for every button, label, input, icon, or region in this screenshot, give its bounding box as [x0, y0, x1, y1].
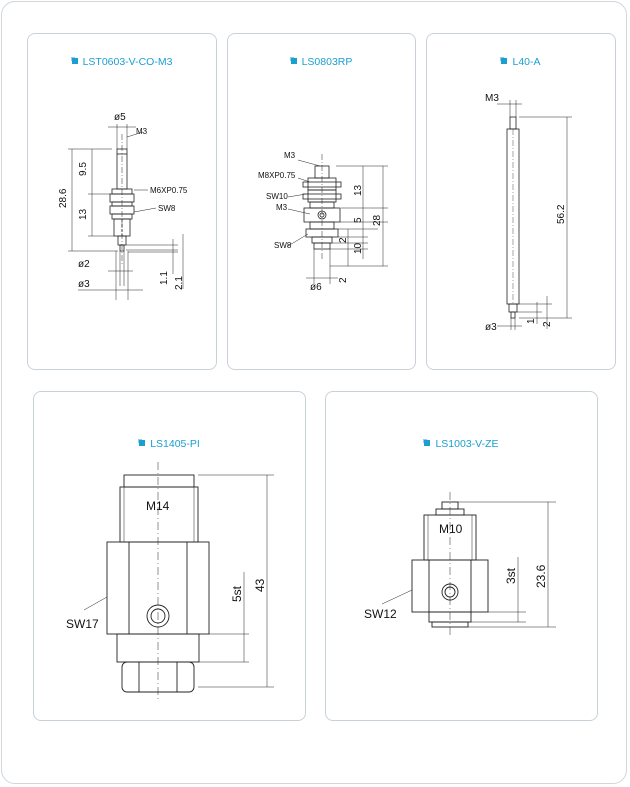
- dim-label: M3: [276, 203, 288, 212]
- dim-label: M3: [136, 127, 148, 136]
- dim-label: ø2: [78, 259, 90, 270]
- product-title-text: LS0803RP: [301, 56, 353, 68]
- product-card-l40a[interactable]: L40-A M3 56.2 ø3 1 2: [426, 33, 616, 370]
- dim-label: 2: [338, 237, 349, 243]
- technical-drawing: M10 SW12 3st 23.6: [364, 492, 556, 637]
- dim-label: ø6: [310, 282, 322, 293]
- dim-label: SW8: [158, 204, 176, 213]
- dim-label: SW10: [266, 192, 288, 201]
- dim-label: M10: [439, 522, 463, 536]
- product-title: LST0603-V-CO-M3: [28, 56, 216, 68]
- dim-label: SW17: [66, 617, 99, 631]
- technical-drawing: M3 56.2 ø3 1 2: [485, 93, 572, 333]
- dim-label: ø5: [114, 112, 126, 123]
- dim-label: 2: [542, 321, 553, 327]
- dim-label: M3: [485, 93, 499, 104]
- dim-label: 2.1: [174, 276, 185, 290]
- product-title: L40-A: [427, 56, 615, 68]
- technical-drawing: M14 SW17 5st 43: [66, 462, 274, 702]
- dim-label: 43: [253, 578, 267, 592]
- product-title: LS1003-V-ZE: [326, 438, 597, 450]
- bullet-icon: [501, 58, 508, 64]
- thread-m14: [119, 486, 199, 543]
- dim-label: 56.2: [556, 204, 567, 224]
- technical-drawing: ø5 M3 M6XP0.75 SW8 ø2 ø3 28.6 9.5 13 1.1…: [58, 112, 188, 300]
- dim-label: 28.6: [58, 188, 69, 208]
- bullet-icon: [424, 440, 431, 446]
- dim-label: M6XP0.75: [150, 186, 188, 195]
- dim-label: SW8: [274, 241, 292, 250]
- product-title-text: LS1003-V-ZE: [435, 438, 499, 450]
- bullet-icon: [71, 58, 78, 64]
- bullet-icon: [290, 58, 297, 64]
- dim-label: 28: [372, 214, 383, 226]
- dim-label: 13: [78, 208, 89, 220]
- dim-label: ø3: [485, 322, 497, 333]
- product-card-ls1405pi[interactable]: LS1405-PI M14 SW17 5st 43: [33, 391, 306, 721]
- dim-label: 1: [526, 318, 537, 324]
- product-card-lst0603[interactable]: LST0603-V-CO-M3: [27, 33, 217, 370]
- product-title: LS1405-PI: [34, 438, 305, 450]
- dim-label: 10: [353, 242, 364, 254]
- product-title-text: L40-A: [512, 56, 541, 68]
- dim-label: M14: [146, 499, 170, 513]
- technical-drawing: M3 M8XP0.75 SW10 M3 SW8 ø6 13 28 5 2 10 …: [258, 151, 388, 293]
- product-title: LS0803RP: [228, 56, 415, 68]
- dim-label: ø3: [78, 279, 90, 290]
- dim-label: M3: [284, 151, 296, 160]
- bullet-icon: [139, 440, 146, 446]
- dim-label: M8XP0.75: [258, 171, 296, 180]
- dim-label: 1.1: [159, 271, 170, 285]
- dim-label: 13: [353, 184, 364, 196]
- product-card-ls0803rp[interactable]: LS0803RP: [227, 33, 416, 370]
- dim-label: 5st: [230, 585, 244, 602]
- product-title-text: LST0603-V-CO-M3: [82, 56, 173, 68]
- product-title-text: LS1405-PI: [150, 438, 200, 450]
- product-card-ls1003vze[interactable]: LS1003-V-ZE M10 SW12 3st 23.6: [325, 391, 598, 721]
- dim-label: 5: [353, 217, 364, 223]
- dim-label: 3st: [504, 567, 518, 584]
- dim-label: 23.6: [534, 564, 548, 588]
- dim-label: SW12: [364, 607, 397, 621]
- dim-label: 2: [338, 277, 349, 283]
- dim-label: 9.5: [78, 162, 89, 176]
